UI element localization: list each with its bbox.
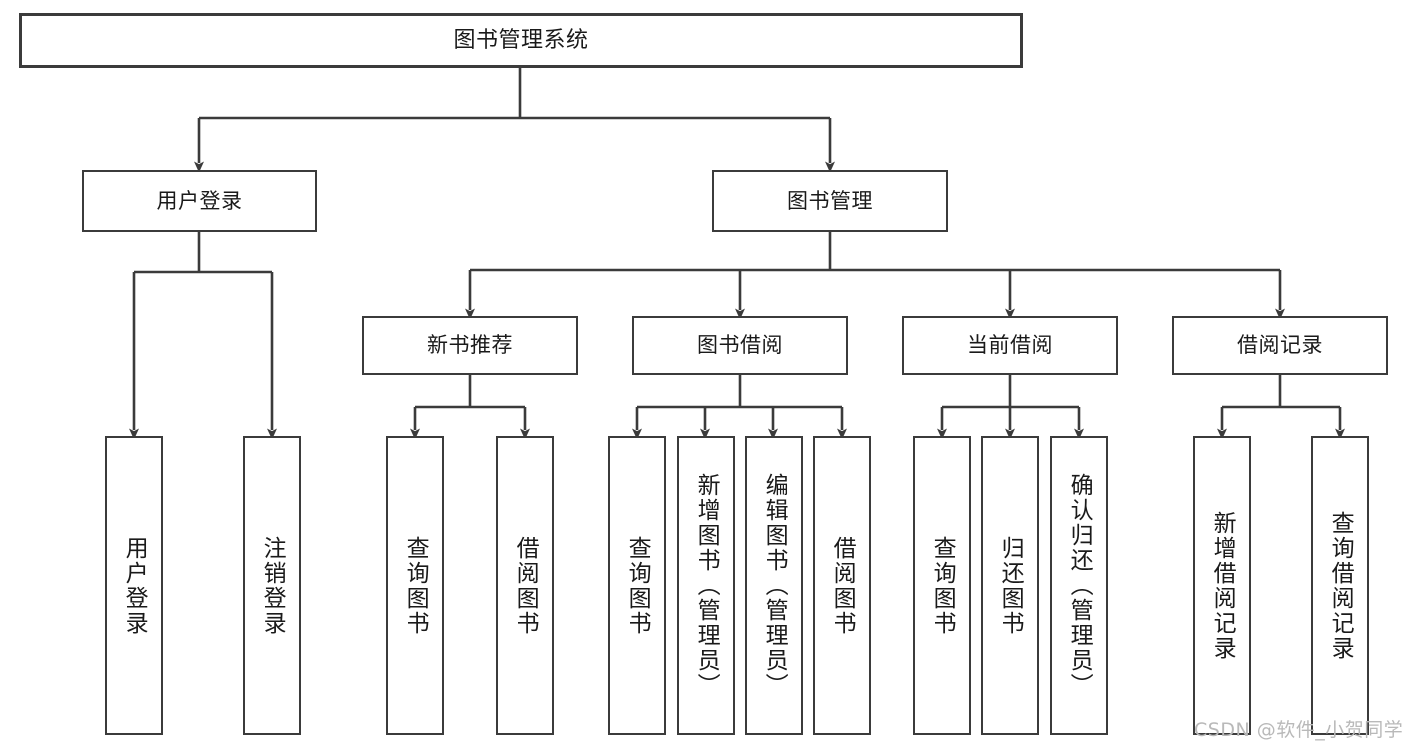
leaf-current-borrow-query[interactable]: 查询图书 bbox=[913, 436, 971, 735]
node-book-manage-label: 图书管理 bbox=[787, 188, 873, 213]
leaf-new-book-query-label: 查询图书 bbox=[402, 535, 429, 636]
leaf-user-login-signin[interactable]: 用户登录 bbox=[105, 436, 163, 735]
node-root-system[interactable]: 图书管理系统 bbox=[19, 13, 1023, 68]
csdn-watermark-label: CSDN @软件_小贺同学 bbox=[1194, 719, 1404, 741]
leaf-user-login-signin-label: 用户登录 bbox=[121, 535, 148, 636]
node-borrow-record[interactable]: 借阅记录 bbox=[1172, 316, 1388, 375]
node-book-manage[interactable]: 图书管理 bbox=[712, 170, 948, 232]
leaf-current-borrow-return-label: 归还图书 bbox=[997, 535, 1024, 636]
node-user-login-label: 用户登录 bbox=[156, 188, 243, 213]
leaf-book-borrow-edit[interactable]: 编辑图书（管理员） bbox=[745, 436, 803, 735]
node-new-book-recommend-label: 新书推荐 bbox=[427, 333, 513, 358]
node-book-borrow-label: 图书借阅 bbox=[697, 333, 783, 358]
node-current-borrow[interactable]: 当前借阅 bbox=[902, 316, 1118, 375]
leaf-borrow-record-add-label: 新增借阅记录 bbox=[1209, 510, 1236, 661]
node-root-system-label: 图书管理系统 bbox=[453, 27, 589, 53]
leaf-borrow-record-add[interactable]: 新增借阅记录 bbox=[1193, 436, 1251, 735]
leaf-current-borrow-return[interactable]: 归还图书 bbox=[981, 436, 1039, 735]
leaf-book-borrow-lend-label: 借阅图书 bbox=[829, 535, 856, 636]
leaf-new-book-borrow-label: 借阅图书 bbox=[512, 535, 539, 636]
csdn-watermark: CSDN @软件_小贺同学 bbox=[1194, 715, 1403, 742]
leaf-user-login-signout-label: 注销登录 bbox=[259, 535, 286, 636]
node-current-borrow-label: 当前借阅 bbox=[967, 333, 1053, 358]
leaf-book-borrow-add[interactable]: 新增图书（管理员） bbox=[677, 436, 735, 735]
leaf-book-borrow-query[interactable]: 查询图书 bbox=[608, 436, 666, 735]
node-book-borrow[interactable]: 图书借阅 bbox=[632, 316, 848, 375]
leaf-book-borrow-add-label: 新增图书（管理员） bbox=[693, 473, 720, 698]
leaf-borrow-record-query[interactable]: 查询借阅记录 bbox=[1311, 436, 1369, 735]
leaf-current-borrow-confirm-return[interactable]: 确认归还（管理员） bbox=[1050, 436, 1108, 735]
leaf-book-borrow-edit-label: 编辑图书（管理员） bbox=[761, 473, 788, 698]
leaf-new-book-query[interactable]: 查询图书 bbox=[386, 436, 444, 735]
node-user-login[interactable]: 用户登录 bbox=[82, 170, 317, 232]
leaf-current-borrow-query-label: 查询图书 bbox=[929, 535, 956, 636]
leaf-new-book-borrow[interactable]: 借阅图书 bbox=[496, 436, 554, 735]
leaf-current-borrow-confirm-return-label: 确认归还（管理员） bbox=[1066, 473, 1093, 698]
leaf-borrow-record-query-label: 查询借阅记录 bbox=[1327, 510, 1354, 661]
leaf-book-borrow-lend[interactable]: 借阅图书 bbox=[813, 436, 871, 735]
node-borrow-record-label: 借阅记录 bbox=[1237, 333, 1323, 358]
leaf-user-login-signout[interactable]: 注销登录 bbox=[243, 436, 301, 735]
node-new-book-recommend[interactable]: 新书推荐 bbox=[362, 316, 578, 375]
leaf-book-borrow-query-label: 查询图书 bbox=[624, 535, 651, 636]
